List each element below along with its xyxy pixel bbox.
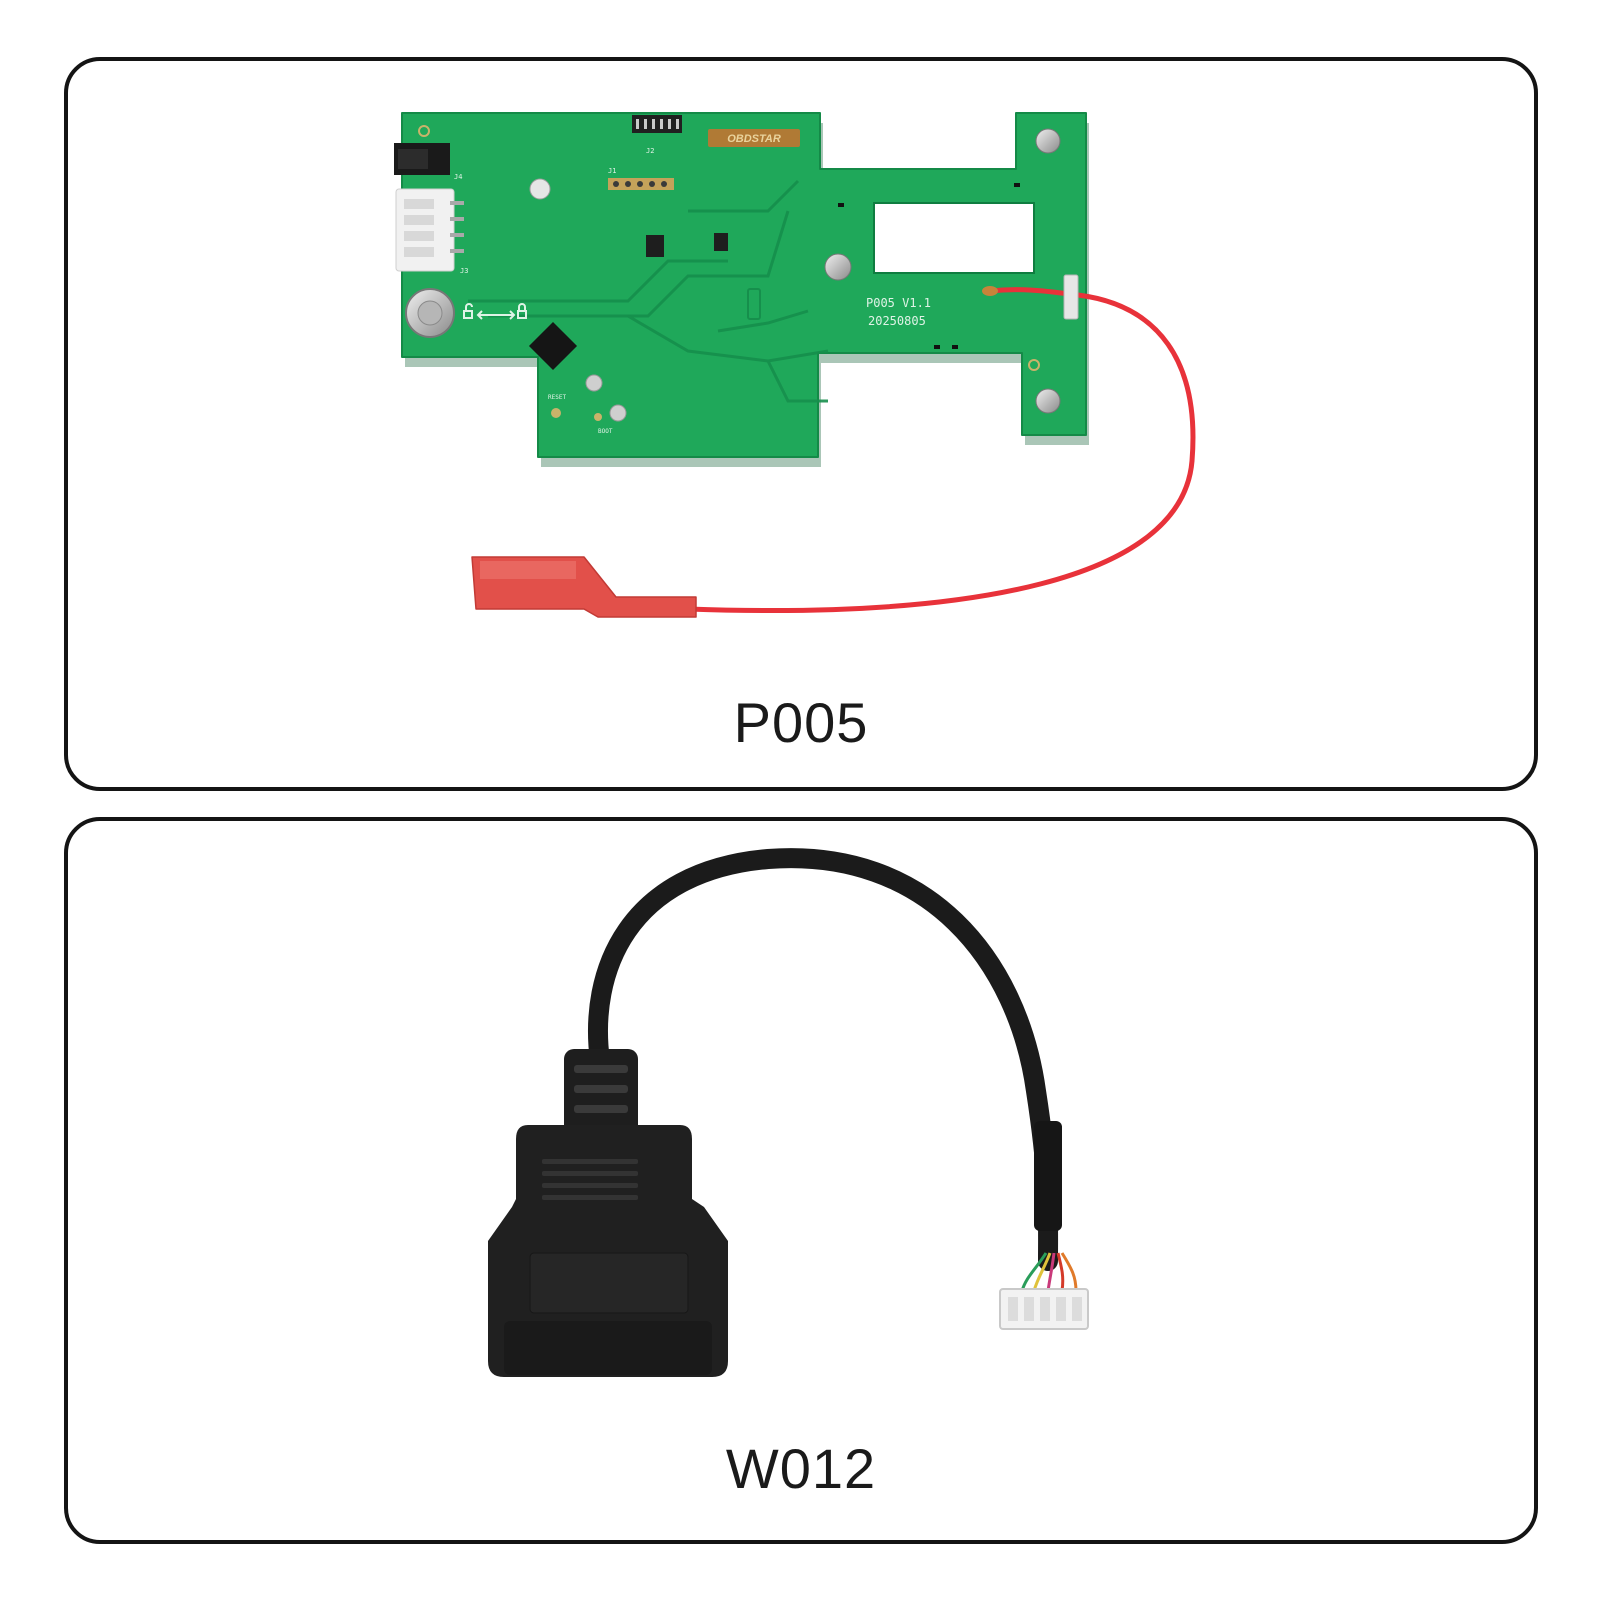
mcu-chip: [528, 321, 578, 371]
silk-j3: J3: [460, 267, 468, 275]
boot-button: [609, 404, 627, 422]
cable-tie: [1063, 274, 1079, 320]
reset-button: [551, 408, 561, 418]
ic-chip-a: [646, 235, 664, 257]
silk-reset: RESET: [548, 394, 566, 401]
board-model-text: P005 V1.1: [866, 296, 931, 310]
mount-screw-right-bottom: [1035, 388, 1061, 414]
silk-j1: J1: [608, 167, 616, 175]
product-caption-w012: W012: [725, 1437, 877, 1500]
brand-logo: OBDSTAR: [727, 133, 781, 145]
p005-product-photo: OBDSTAR J2 J1 J4 J3: [394, 112, 1196, 618]
silk-boot: BOOT: [598, 428, 613, 435]
product-caption-p005: P005: [733, 691, 869, 754]
lock-unlock-icon: [463, 303, 527, 320]
pcb-board: [401, 112, 1087, 458]
pcb-window: [873, 202, 1035, 274]
mount-screw-right-top: [1035, 128, 1061, 154]
silk-j2: J2: [646, 147, 654, 155]
silk-j4: J4: [454, 173, 462, 181]
w012-product-photo: [488, 848, 1089, 1377]
j2-connector: [632, 115, 682, 133]
product-panel-p005: OBDSTAR J2 J1 J4 J3: [64, 57, 1538, 791]
product-panel-w012: W012: [64, 817, 1538, 1544]
standoff-post: [529, 178, 551, 200]
mount-screw-center: [824, 253, 852, 281]
board-date-text: 20250805: [868, 314, 926, 328]
